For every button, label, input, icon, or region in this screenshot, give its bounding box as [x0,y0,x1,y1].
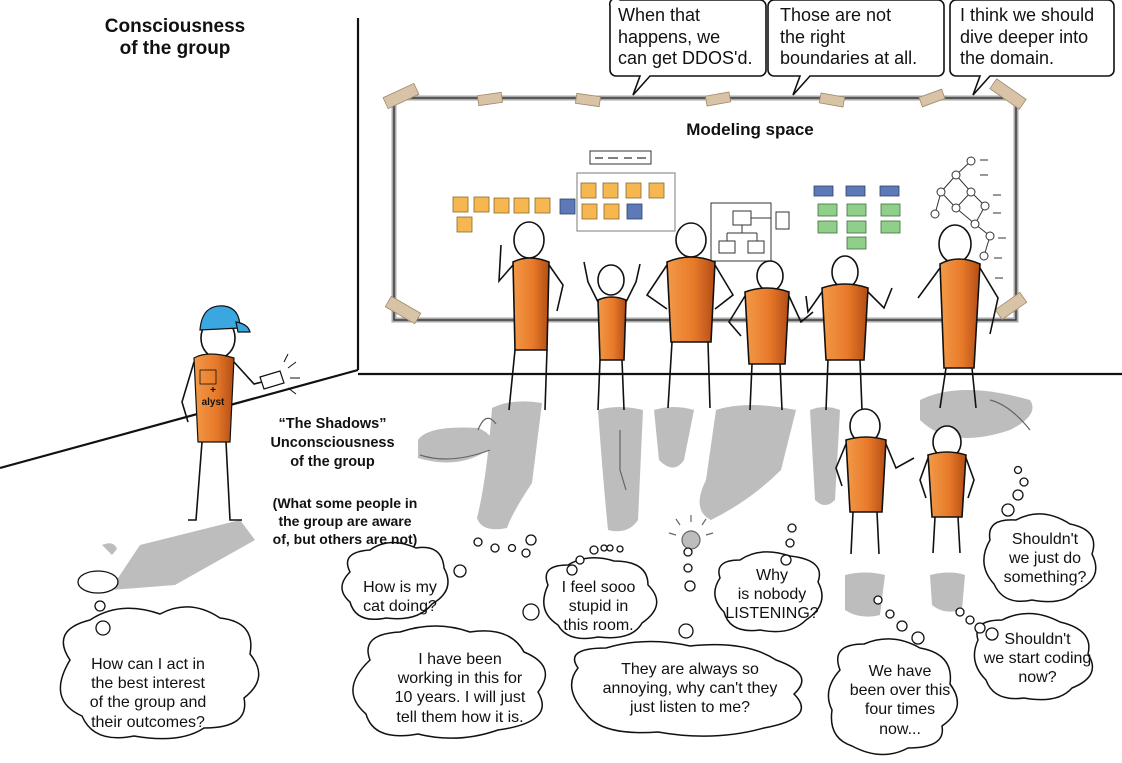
speech-line: Those are not [780,5,892,25]
thought-line: cat doing? [363,598,437,616]
sticky-notes-blue-green [813,185,901,250]
modeling-space-label: Modeling space [686,120,814,139]
heading-line-2: of the group [119,37,231,59]
speech-line: When that [618,5,701,25]
speech-line: boundaries at all. [780,48,918,69]
thought-do-something: Shouldn't we just do something? [985,530,1105,588]
participants-at-board [498,221,999,411]
speech-line: happens, we [618,26,721,47]
thought-trail-dots [77,465,1029,645]
thought-line: now... [879,720,921,738]
thought-line: we just do [1008,550,1082,568]
thought-clouds [59,513,1097,756]
thought-line: annoying, why can't they [602,680,778,698]
front-participants [835,408,975,555]
thought-four-times: We have been over this four times now... [840,662,960,739]
shirt-mark: + [210,385,216,396]
speech-line: the domain. [960,48,1055,69]
speech-bubble-boundaries: Those are not the right boundaries at al… [780,5,945,70]
graph-sketch [930,156,1006,279]
thought-line: we start coding [983,650,1092,668]
thought-line: the best interest [91,675,205,693]
shadows-note-line: the group are aware [278,513,412,530]
speech-bubble-shapes [608,0,1115,96]
speech-line: dive deeper into [960,26,1089,47]
speech-bubble-ddos: When that happens, we can get DDOS'd. [618,5,768,70]
shadows-heading: “The Shadows” Unconsciousness of the gro… [255,415,410,472]
thought-best-interest: How can I act in the best interest of th… [58,655,238,732]
sticky-notes-orange-row [452,196,551,233]
thought-line: of the group and [89,694,207,712]
thought-line: four times [864,701,936,719]
thought-line: LISTENING? [725,605,819,623]
thought-line: now? [1018,669,1057,687]
thought-line: this room. [563,617,634,635]
thought-line: stupid in [568,598,629,616]
thought-cat: How is my cat doing? [345,578,455,616]
floor-shadows [102,390,1033,617]
shadows-line-3: of the group [290,453,375,470]
context-sketch [710,202,790,262]
shirt-text: alyst [201,396,225,408]
thought-line: How is my [363,579,437,596]
speech-bubble-domain: I think we should dive deeper into the d… [960,5,1120,70]
shadows-line-2: Unconsciousness [270,434,395,451]
thought-line: I have been [418,651,502,668]
thought-line: I feel sooo [561,579,636,596]
consciousness-heading: Consciousness of the group [80,16,270,60]
shadows-note: (What some people in the group are aware… [250,494,440,549]
shadow-outline-details [419,399,1031,550]
speech-line: I think we should [960,5,1095,25]
thought-line: tell them how it is. [396,708,524,726]
thought-line: 10 years. I will just [394,689,526,707]
thought-line: They are always so [621,661,759,678]
thought-line: Shouldn't [1004,631,1071,648]
thought-line: been over this [849,682,951,700]
shadows-title: “The Shadows” [278,416,387,432]
heading-line-1: Consciousness [104,16,246,37]
thought-annoying: They are always so annoying, why can't t… [580,660,800,718]
speech-line: the right [780,26,846,47]
thought-line: something? [1003,569,1087,587]
thought-listening: Why is nobody LISTENING? [712,566,832,624]
facilitator-shirt-label: + alyst [198,385,228,408]
thought-line: just listen to me? [629,699,751,717]
thought-stupid: I feel sooo stupid in this room. [546,578,651,636]
sticky-notes-framed-cluster [559,150,676,232]
facilitator-figure [181,305,300,521]
thought-line: is nobody [737,586,807,604]
thought-line: Why [756,567,788,584]
thought-line: working in this for [397,670,523,688]
tape-strips [382,78,1028,325]
thought-start-coding: Shouldn't we start coding now? [975,630,1100,688]
shadows-note-line: of, but others are not) [272,531,418,548]
thought-line: We have [868,663,932,680]
speech-line: can get DDOS'd. [618,48,753,69]
thought-ten-years: I have been working in this for 10 years… [360,650,560,727]
room-walls [0,18,1122,470]
thought-line: their outcomes? [91,713,205,731]
thought-line: Shouldn't [1011,531,1079,548]
shadows-note-line: (What some people in [272,495,418,511]
thought-line: How can I act in [91,656,205,673]
